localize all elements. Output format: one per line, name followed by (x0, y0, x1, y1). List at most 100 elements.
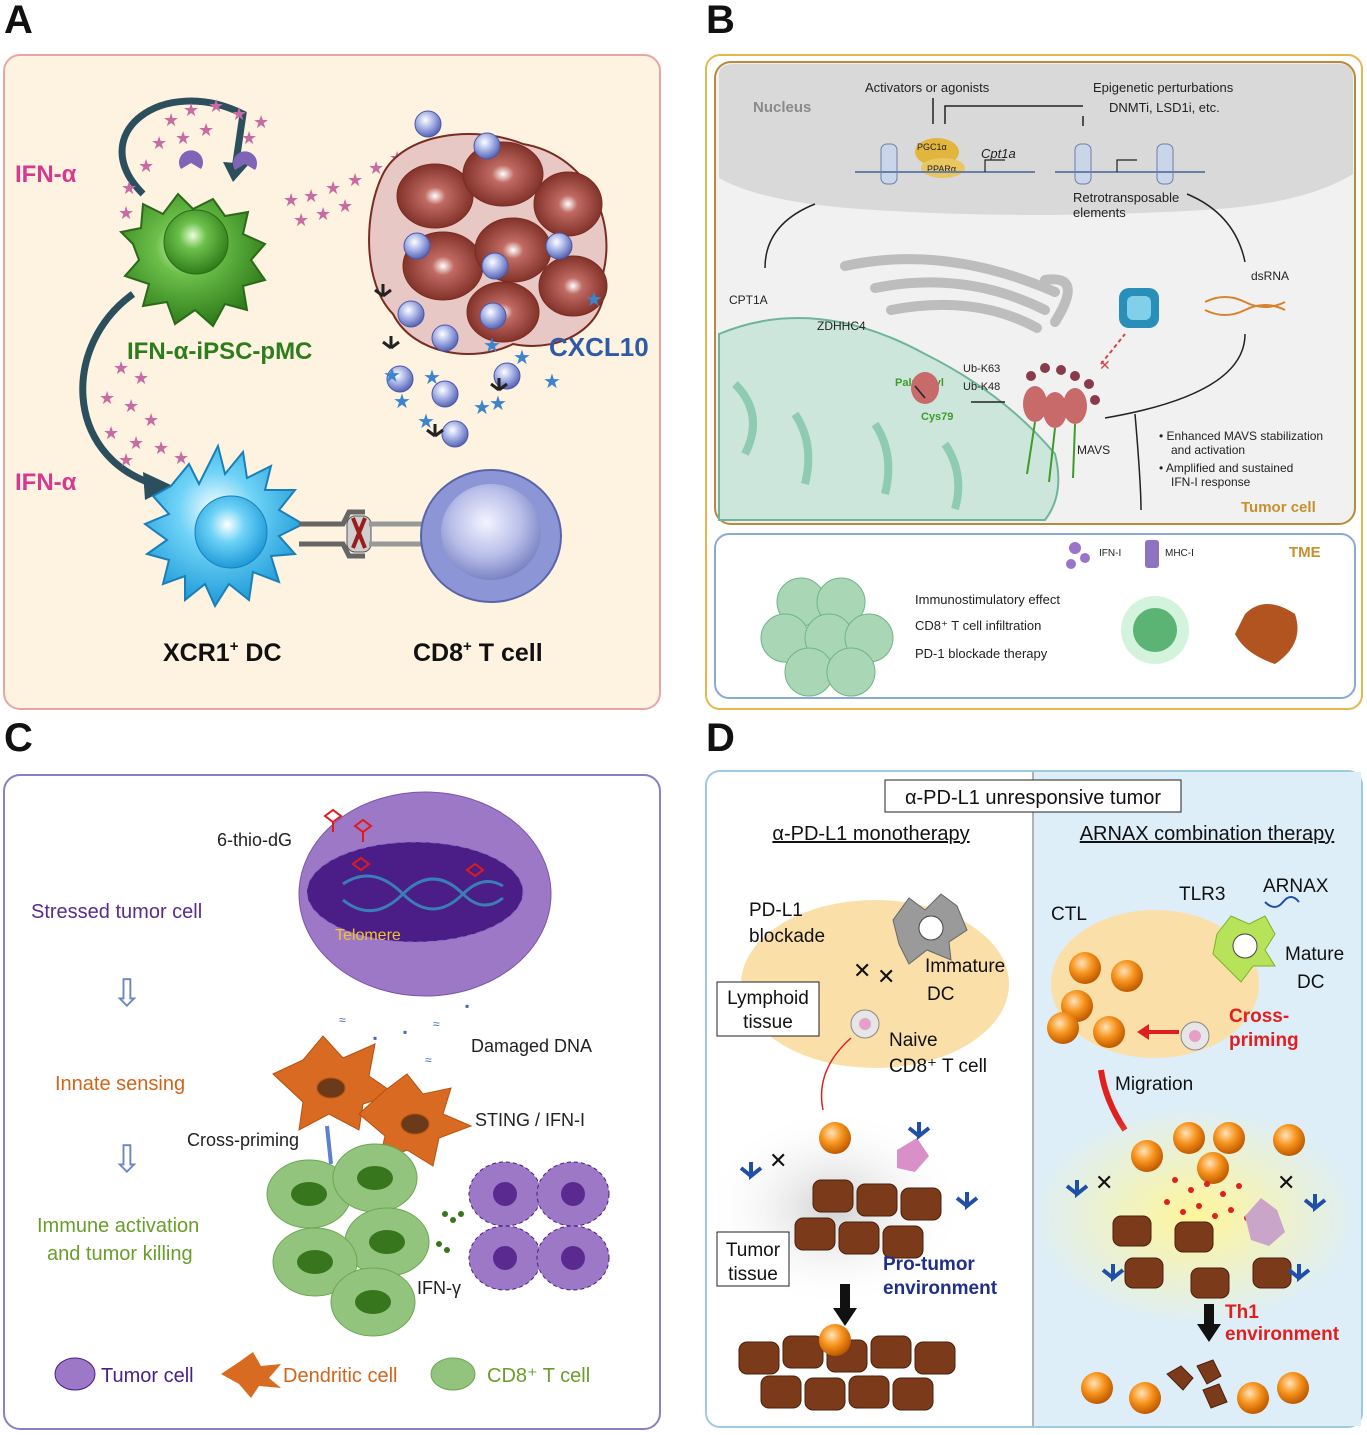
tumor-cells-right (1112, 1215, 1292, 1299)
svg-text:★: ★ (208, 96, 224, 116)
mavs-label: MAVS (1077, 443, 1110, 457)
svg-text:★: ★ (423, 367, 441, 389)
panel-b-letter: B (706, 0, 735, 42)
pmc-label: IFN-α-iPSC-pMC (127, 338, 312, 365)
svg-text:★: ★ (347, 170, 363, 190)
svg-text:★: ★ (483, 335, 501, 357)
panel-d: α-PD-L1 unresponsive tumor α-PD-L1 monot… (705, 770, 1363, 1430)
down-arrowhead-right (1197, 1324, 1221, 1342)
proteasome (1119, 288, 1159, 328)
naive-label: Naive (889, 1030, 938, 1051)
autocrine-arrowhead (223, 162, 249, 182)
crossp-label-2: priming (1229, 1030, 1299, 1051)
cross-priming-arrow (325, 1125, 333, 1165)
svg-text:★: ★ (489, 393, 507, 415)
paracrine-arrow (79, 291, 155, 488)
left-heading: α-PD-L1 monotherapy (772, 823, 969, 845)
endoplasmic-reticulum (840, 254, 1073, 333)
tumor-label-2: tissue (728, 1264, 778, 1285)
bullet-1b: and activation (1171, 443, 1245, 457)
mhci-label: MHC-I (1165, 548, 1194, 559)
panel-c: Telomere 6-thio-dG Stressed tumor cell ⇩… (3, 774, 661, 1430)
mature-label: Mature (1285, 944, 1344, 965)
tlr3-label: TLR3 (1179, 884, 1225, 905)
block-x-4: ✕ (1095, 1170, 1113, 1195)
svg-text:▪: ▪ (373, 1031, 377, 1045)
ctl-cell-left-bottom (819, 1324, 851, 1356)
lymphoid-label-2: tissue (743, 1012, 793, 1033)
epigenetic-label: Epigenetic perturbations (1093, 80, 1234, 95)
right-heading: ARNAX combination therapy (1080, 823, 1335, 845)
ppara-label: PPARα (927, 164, 956, 174)
svg-text:≈: ≈ (425, 1053, 432, 1067)
title-box (884, 779, 1182, 813)
receptor-icon (179, 150, 203, 169)
svg-text:★: ★ (99, 388, 115, 408)
pd-l1-antibodies-left (739, 1122, 979, 1211)
svg-text:★: ★ (513, 347, 531, 369)
cpt1a-gene-label: Cpt1a (981, 146, 1016, 161)
block-mark: ✕ (1099, 357, 1111, 373)
panel-b-diagram: Nucleus Activators or agonists Epigeneti… (705, 54, 1363, 710)
down-arrowhead-left (833, 1308, 857, 1326)
suppressive-cell (897, 1138, 929, 1172)
panel-d-diagram: α-PD-L1 unresponsive tumor α-PD-L1 monot… (705, 770, 1363, 1428)
lymphoid-box (716, 981, 820, 1037)
d-title: α-PD-L1 unresponsive tumor (905, 787, 1161, 809)
dsrna-helix (1204, 296, 1286, 316)
lymphoid-label-1: Lymphoid (727, 988, 809, 1009)
svg-text:★: ★ (118, 450, 134, 470)
legend-dc-icon (221, 1352, 281, 1398)
svg-text:★: ★ (325, 178, 341, 198)
svg-text:≈: ≈ (339, 1013, 346, 1027)
svg-text:★: ★ (241, 128, 257, 148)
cross-priming-label: Cross-priming (187, 1130, 299, 1150)
pgc1a-label: PGC1α (917, 142, 947, 152)
dnmti-label: DNMTi, LSD1i, etc. (1109, 100, 1220, 115)
tumor-cluster (368, 133, 608, 355)
bullet-2b: IFN-I response (1171, 475, 1251, 489)
blockade-label: blockade (749, 926, 825, 947)
block-x-3: ✕ (769, 1148, 787, 1173)
immature-label: Immature (925, 956, 1005, 977)
cd8-cell-b (1133, 608, 1177, 652)
down-arrow-1: ⇩ (111, 973, 143, 1015)
svg-text:★: ★ (151, 133, 167, 153)
svg-text:★: ★ (293, 210, 309, 230)
block-x-2: ✕ (877, 964, 895, 989)
th1-label-1: Th1 (1225, 1302, 1259, 1323)
svg-text:▪: ▪ (403, 1025, 407, 1039)
ctl-cells-infiltrating (1131, 1122, 1305, 1184)
tumor-cells-c (468, 1161, 610, 1291)
ctl-label: CTL (1051, 904, 1087, 925)
dsrna-label: dsRNA (1251, 269, 1289, 283)
svg-text:★: ★ (231, 104, 247, 124)
paracrine-arrowhead (143, 472, 173, 500)
ifn-gamma-label: IFN-γ (417, 1278, 461, 1298)
ifn-i-molecules (1066, 542, 1090, 569)
immature-dc-nucleus (918, 915, 944, 941)
ctl-cells-right (1047, 952, 1143, 1048)
receptor-icon (233, 151, 257, 170)
tumor-debris-right (1166, 1359, 1228, 1409)
dendritic-cells (272, 1035, 473, 1167)
dc-label: XCR1+ DC (163, 638, 282, 667)
legend-tumor-label: Tumor cell (101, 1365, 194, 1387)
svg-text:★: ★ (368, 158, 384, 178)
mavs-cluster (911, 363, 1100, 483)
telomere-label: Telomere (335, 927, 401, 944)
innate-label: Innate sensing (55, 1073, 185, 1095)
cpt1a-label: CPT1A (729, 293, 768, 307)
cxcl10-label: CXCL10 (549, 332, 649, 362)
immune-label-1: Immune activation (37, 1215, 199, 1237)
svg-text:≈: ≈ (433, 1017, 440, 1031)
mito-cristae (732, 381, 963, 511)
tumor-nucleus (306, 841, 524, 943)
panel-c-diagram: Telomere 6-thio-dG Stressed tumor cell ⇩… (3, 774, 661, 1430)
legend-cd8-label: CD8⁺ T cell (487, 1365, 590, 1387)
svg-text:★: ★ (303, 186, 319, 206)
effect-2: CD8⁺ T cell infiltration (915, 618, 1041, 633)
mhc-i-icon (1145, 540, 1159, 568)
svg-text:★: ★ (337, 196, 353, 216)
legend-dc-label: Dendritic cell (283, 1365, 397, 1387)
